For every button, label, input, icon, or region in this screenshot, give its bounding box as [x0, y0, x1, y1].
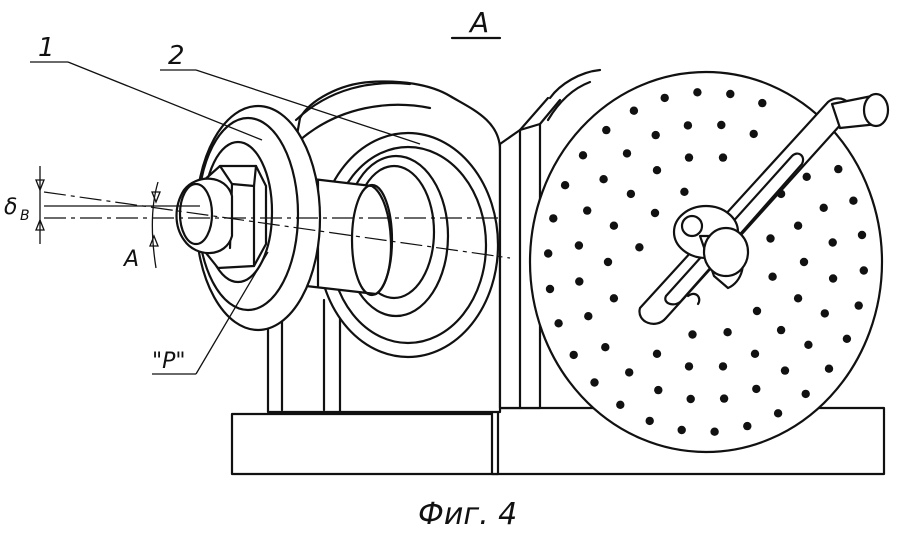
disc-hole — [622, 149, 632, 158]
disc-hole — [828, 238, 837, 247]
disc-hole — [793, 294, 803, 303]
point-p-leader: "P" — [152, 251, 269, 375]
axis-lines — [43, 191, 511, 259]
delta-symbol: δ — [4, 195, 17, 220]
disc-hole — [584, 312, 593, 321]
disc-hole — [801, 389, 810, 399]
disc-hole — [693, 88, 702, 97]
disc-hole — [842, 334, 852, 343]
disc-hole — [683, 121, 693, 130]
disc-hole — [609, 294, 619, 303]
disc-hole — [549, 214, 558, 223]
disc-hole — [684, 362, 694, 371]
delta-subscript: B — [20, 208, 30, 224]
disc-hole — [719, 394, 729, 403]
point-label: "P" — [152, 349, 186, 374]
spindle — [302, 176, 394, 297]
disc-hole — [804, 340, 813, 349]
disc-hole — [743, 421, 752, 431]
angle-label: A — [122, 247, 139, 272]
part-1-leader: 1 — [30, 33, 263, 141]
disc-hole — [602, 125, 611, 135]
disc-hole — [574, 241, 584, 250]
disc-hole — [660, 93, 669, 103]
disc-hole — [684, 153, 694, 162]
disc-hole — [819, 203, 828, 212]
disc-holes — [544, 88, 868, 436]
disc-hole — [609, 221, 619, 230]
disc-hole — [749, 129, 758, 139]
disc-hole — [616, 400, 625, 409]
disc-hole — [680, 187, 689, 196]
disc-hole — [599, 175, 608, 184]
disc-hole — [768, 272, 777, 281]
disc-hole — [766, 234, 775, 243]
disc-hole — [726, 89, 735, 99]
disc-hole — [799, 257, 809, 267]
view-label: A — [468, 6, 489, 39]
disc-hole — [752, 384, 761, 394]
disc-hole — [575, 277, 584, 286]
disc-hole — [859, 266, 868, 275]
disc-hole — [601, 343, 610, 352]
disc-hole — [629, 106, 639, 115]
disc-hole — [750, 349, 760, 358]
disc-hole — [824, 364, 834, 373]
disc-hole — [545, 284, 555, 294]
disc-hole — [776, 325, 786, 335]
figure-caption: Фиг. 4 — [418, 497, 517, 532]
disc-hole — [758, 98, 767, 108]
disc-hole — [717, 120, 726, 130]
disc-hole — [625, 368, 634, 377]
disc-hole — [635, 243, 644, 252]
part-2-leader: 2 — [160, 41, 421, 145]
disc-hole — [645, 416, 654, 426]
delta-dimension: δ B — [4, 166, 45, 244]
disc-hole — [793, 221, 803, 230]
disc-hole — [569, 350, 578, 360]
disc-hole — [651, 130, 660, 140]
disc-hole — [802, 172, 811, 181]
disc-hole — [688, 330, 697, 339]
index-knob — [672, 204, 750, 290]
disc-hole — [578, 151, 588, 160]
disc-hole — [718, 153, 728, 162]
disc-hole — [752, 306, 762, 316]
support-plate — [498, 96, 562, 410]
bolt-end — [175, 177, 234, 255]
disc-hole — [583, 206, 592, 215]
crank-handle — [830, 92, 890, 130]
disc-hole — [718, 362, 728, 371]
angle-dimension: A — [122, 181, 161, 272]
disc-hole — [626, 189, 636, 199]
disc-hole — [560, 181, 570, 190]
disc-hole — [854, 301, 863, 310]
disc-hole — [834, 164, 843, 174]
disc-hole — [652, 166, 662, 175]
disc-hole — [654, 385, 663, 395]
disc-hole — [828, 274, 838, 283]
disc-hole — [710, 427, 719, 436]
disc-hole — [820, 309, 829, 318]
disc-hole — [849, 196, 858, 205]
part-1-label: 1 — [38, 33, 55, 63]
disc-hole — [554, 319, 563, 328]
disc-hole — [677, 425, 686, 435]
disc-hole — [650, 208, 660, 218]
disc-hole — [590, 378, 599, 387]
disc-hole — [544, 249, 553, 258]
disc-hole — [686, 394, 695, 404]
part-2-label: 2 — [168, 41, 185, 71]
disc-hole — [723, 328, 732, 337]
disc-hole — [857, 230, 867, 240]
disc-hole — [603, 257, 613, 267]
disc-hole — [652, 349, 662, 358]
disc-hole — [773, 409, 783, 418]
disc-hole — [780, 366, 790, 375]
